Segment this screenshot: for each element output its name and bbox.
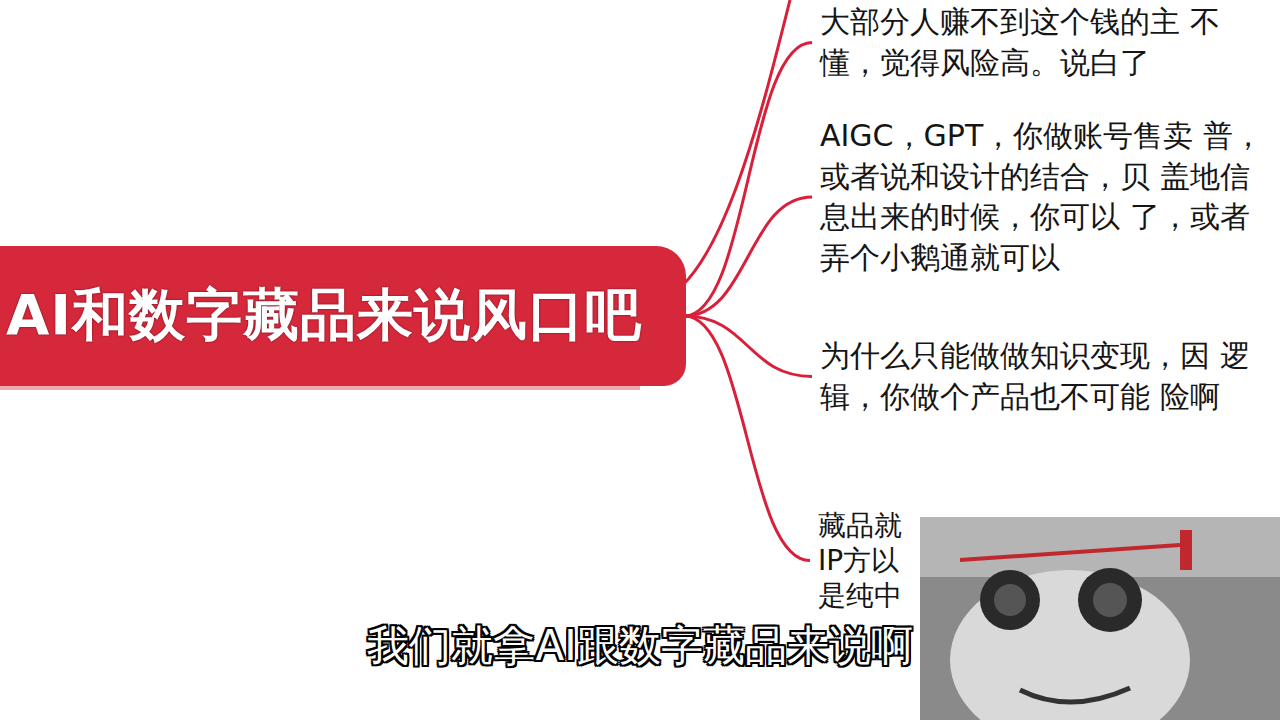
topic-text: AIGC，GPT，你做账号售卖 普，或者说和设计的结合，贝 盖地信息出来的时候，… xyxy=(820,116,1275,278)
topic-text: 大部分人赚不到这个钱的主 不懂，觉得风险高。说白了 xyxy=(820,2,1275,83)
webcam-overlay xyxy=(920,517,1280,720)
topic-title: AI和数字藏品来说风口吧 xyxy=(6,278,642,354)
topic-body: AIGC，GPT，你做账号售卖 普，或者说和设计的结合，贝 盖地信息出来的时候，… xyxy=(820,116,1275,278)
topic-body: 大部分人赚不到这个钱的主 不懂，觉得风险高。说白了 xyxy=(820,2,1275,83)
branch-connector xyxy=(684,316,810,561)
topic-text: 藏品就 IP方以 是纯中 xyxy=(818,508,916,613)
topic-text: 为什么只能做做知识变现，因 逻辑，你做个产品也不可能 险啊 xyxy=(820,336,1275,417)
branch-connector xyxy=(684,43,812,317)
central-topic: AI和数字藏品来说风口吧 xyxy=(0,246,686,386)
branch-line xyxy=(660,0,790,300)
topic-body: 藏品就 IP方以 是纯中 xyxy=(818,508,916,613)
video-subtitle: 我们就拿AI跟数字藏品来说啊 xyxy=(0,618,1280,674)
brush-texture xyxy=(0,386,640,390)
branch-connector xyxy=(684,197,812,316)
topic-body: 为什么只能做做知识变现，因 逻辑，你做个产品也不可能 险啊 xyxy=(820,336,1275,417)
